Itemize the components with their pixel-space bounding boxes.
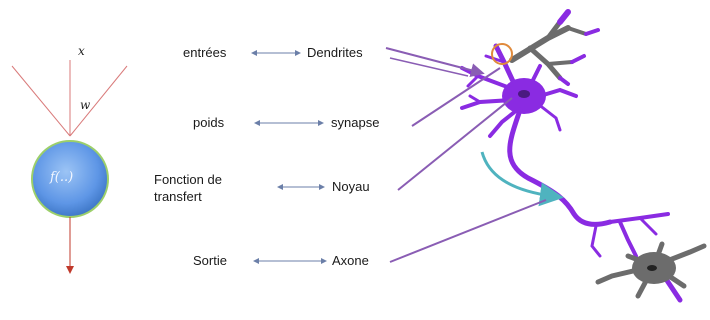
lower-gray-neuron <box>598 244 704 296</box>
right-label-axon: Axone <box>332 253 369 269</box>
right-label-synapse: synapse <box>331 115 379 131</box>
upper-gray-neuron <box>512 22 586 78</box>
right-label-dendrites: Dendrites <box>307 45 363 61</box>
left-label-transfer-line2: transfert <box>154 189 202 205</box>
left-label-inputs: entrées <box>183 45 226 61</box>
left-label-output: Sortie <box>193 253 227 269</box>
right-label-nucleus: Noyau <box>332 179 370 195</box>
left-label-transfer-line1: Fonction de <box>154 172 222 188</box>
neuron-nucleus <box>518 90 530 98</box>
input-label: x <box>78 44 85 58</box>
input-line-left <box>12 66 70 136</box>
biological-neuron <box>462 12 704 300</box>
function-label: f(..) <box>50 170 73 185</box>
input-line-right <box>70 66 127 136</box>
signal-direction-arrow <box>482 152 552 196</box>
perceptron-model <box>12 60 127 270</box>
left-label-weights: poids <box>193 115 224 131</box>
upper-purple-branches <box>560 12 598 84</box>
weight-label: w <box>80 98 90 112</box>
pointer-axone <box>390 200 546 262</box>
pointer-noyau <box>398 98 512 190</box>
mapping-arrows <box>254 53 324 261</box>
